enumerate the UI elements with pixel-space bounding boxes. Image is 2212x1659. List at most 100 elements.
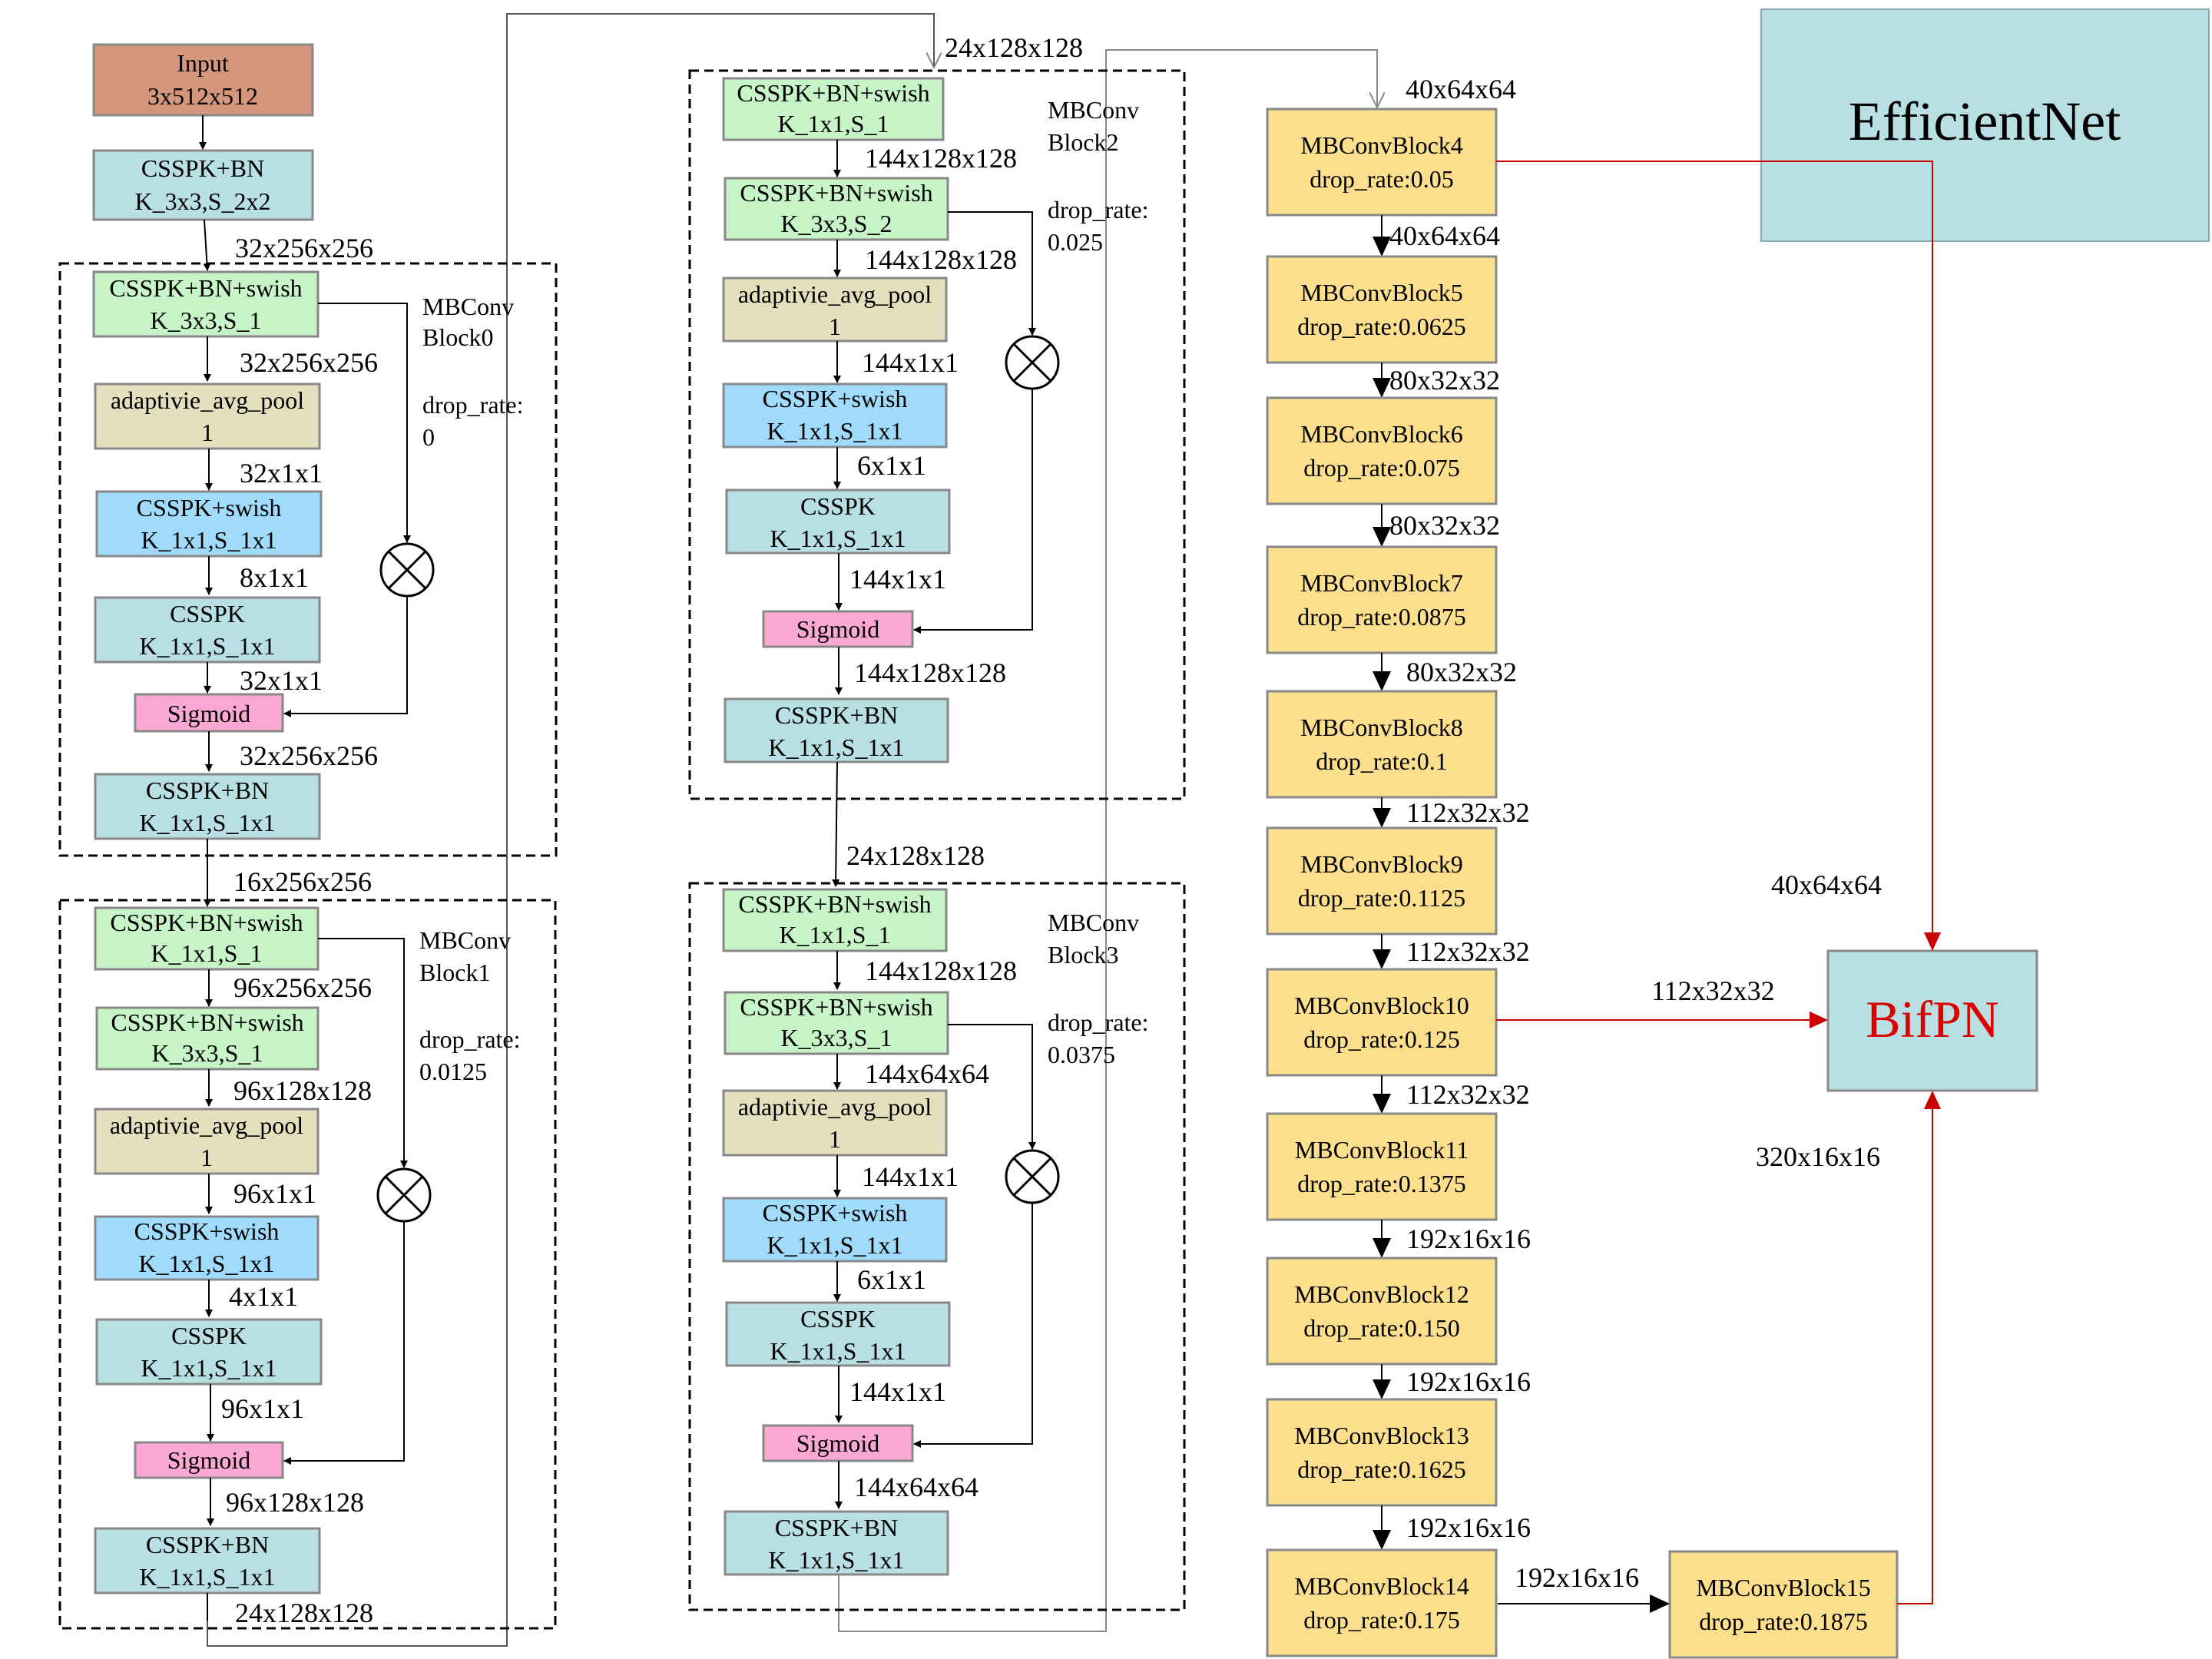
- block3-project-line2: K_1x1,S_1x1: [769, 1546, 905, 1574]
- mbconv-block-name: MBConvBlock8: [1300, 714, 1463, 741]
- bifpn-inputs: [1496, 161, 1941, 1604]
- block3-dim-4: 144x1x1: [849, 1376, 946, 1407]
- block2-depthwise-line1: CSSPK+BN+swish: [740, 179, 932, 207]
- block2-dim-0: 144x128x128: [865, 143, 1017, 174]
- mbconv-block-drop-rate: drop_rate:0.0875: [1297, 603, 1466, 631]
- block3-reduce-line2: K_1x1,S_1x1: [767, 1231, 903, 1259]
- block0-expand-line2: K_3x3,S_1: [151, 306, 262, 334]
- block0-sigmoid-label: Sigmoid: [167, 700, 250, 727]
- block1-drop-label: drop_rate:: [419, 1025, 521, 1053]
- block2-label1: MBConv: [1048, 96, 1139, 124]
- bifpn-input-bottom-dim: 320x16x16: [1756, 1141, 1880, 1172]
- block3-label2: Block3: [1048, 941, 1118, 969]
- block3-dim-5: 144x64x64: [854, 1472, 979, 1502]
- block2-reduce-line1: CSSPK+swish: [763, 385, 908, 412]
- mbconv-block-drop-rate: drop_rate:0.150: [1303, 1314, 1460, 1342]
- mbconv-block-drop-rate: drop_rate:0.1: [1316, 747, 1448, 775]
- block2-output-dim: 24x128x128: [846, 840, 985, 871]
- chain-input-dim: 40x64x64: [1406, 74, 1516, 104]
- block1-drop-value: 0.0125: [419, 1058, 487, 1085]
- block3-reduce-conv: CSSPK+swish K_1x1,S_1x1: [722, 1197, 948, 1263]
- block15-drop: drop_rate:0.1875: [1699, 1608, 1868, 1635]
- block1-reduce-conv: CSSPK+swish K_1x1,S_1x1: [94, 1215, 320, 1281]
- block3-expand-conv: CSSPK+BN+swish K_1x1,S_1: [722, 888, 948, 952]
- block3-sigmoid-label: Sigmoid: [796, 1429, 879, 1457]
- block1-depthwise-line2: K_3x3,S_1: [152, 1039, 263, 1067]
- mbconv-block3: MBConv Block3 drop_rate: 0.0375 CSSPK+BN…: [688, 882, 1186, 1611]
- efficientnet-title: EfficientNet: [1849, 91, 2121, 152]
- block1-avg-pool: adaptivie_avg_pool 1: [94, 1108, 320, 1175]
- block2-project-conv: CSSPK+BN K_1x1,S_1x1: [724, 697, 949, 763]
- chain-dim-label: 40x64x64: [1389, 220, 1500, 251]
- block1-expand-line1: CSSPK+BN+swish: [110, 909, 303, 936]
- mbconv-chain: MBConvBlock4 drop_rate:0.05 40x64x64MBConv…: [1266, 108, 1531, 1657]
- block3-skip-path: [948, 1024, 1036, 1150]
- block3-depthwise-line1: CSSPK+BN+swish: [740, 993, 932, 1021]
- block2-se-line1: CSSPK: [800, 492, 876, 520]
- block2-reduce-line2: K_1x1,S_1x1: [767, 417, 903, 445]
- block0-pool-line2: 1: [201, 419, 214, 446]
- block1-depthwise-conv: CSSPK+BN+swish K_3x3,S_1: [95, 1006, 320, 1071]
- block1-dim-2: 96x1x1: [233, 1178, 316, 1209]
- block2-multiply-to-sigmoid: [913, 389, 1033, 634]
- block0-drop-value: 0: [422, 423, 435, 451]
- block2-project-line1: CSSPK+BN: [775, 701, 898, 729]
- mbconv-block1: MBConv Block1 drop_rate: 0.0125 CSSPK+BN…: [58, 899, 557, 1630]
- block1-reduce-line2: K_1x1,S_1x1: [139, 1250, 275, 1277]
- block3-border: [688, 882, 1186, 1611]
- block3-pool-line2: 1: [829, 1125, 841, 1153]
- chain-dim-label: 80x32x32: [1406, 657, 1517, 687]
- input-label: Input: [177, 49, 229, 77]
- block2-input-dim: 24x128x128: [945, 32, 1083, 63]
- mbconv-block0: MBConv Block0 drop_rate: 0 CSSPK+BN+swis…: [58, 262, 558, 857]
- block1-dim-3: 4x1x1: [229, 1281, 298, 1312]
- block3-se-line2: K_1x1,S_1x1: [770, 1337, 906, 1365]
- block1-depthwise-line1: CSSPK+BN+swish: [111, 1008, 303, 1036]
- block3-se-conv: CSSPK K_1x1,S_1x1: [725, 1301, 951, 1367]
- block1-expand-conv: CSSPK+BN+swish K_1x1,S_1: [94, 906, 320, 971]
- multiply-icon: [1005, 335, 1060, 390]
- block1-project-conv: CSSPK+BN K_1x1,S_1x1: [94, 1527, 321, 1594]
- block2-project-line2: K_1x1,S_1x1: [769, 733, 905, 761]
- block2-expand-line2: K_1x1,S_1: [778, 110, 889, 137]
- block1-reduce-line1: CSSPK+swish: [134, 1217, 280, 1245]
- block2-reduce-conv: CSSPK+swish K_1x1,S_1x1: [722, 382, 948, 449]
- block0-label1: MBConv: [422, 293, 514, 320]
- mbconv-block-drop-rate: drop_rate:0.05: [1310, 165, 1454, 193]
- block0-se-line1: CSSPK: [170, 600, 245, 628]
- block2-depthwise-line2: K_3x3,S_2: [781, 210, 892, 237]
- block0-dim-0: 32x256x256: [240, 347, 378, 378]
- mbconv-block-name: MBConvBlock11: [1295, 1136, 1469, 1164]
- block2-pool-line1: adaptivie_avg_pool: [738, 280, 932, 308]
- block2-se-conv: CSSPK K_1x1,S_1x1: [725, 488, 951, 555]
- stem-output-dim: 32x256x256: [235, 233, 373, 263]
- block0-reduce-line2: K_1x1,S_1x1: [141, 526, 277, 554]
- block1-pool-line2: 1: [200, 1144, 213, 1171]
- mbconv-block2: MBConv Block2 drop_rate: 0.025 CSSPK+BN+…: [688, 69, 1186, 800]
- block2-pool-line2: 1: [829, 313, 841, 340]
- mbconv-block-drop-rate: drop_rate:0.125: [1303, 1025, 1460, 1053]
- multiply-icon: [1005, 1149, 1060, 1204]
- connector-lines: [207, 13, 1377, 1647]
- bifpn-box: BifPN: [1826, 949, 2038, 1092]
- block2-expand-line1: CSSPK+BN+swish: [737, 79, 929, 107]
- stem-line1: CSSPK+BN: [141, 154, 264, 182]
- block15-name: MBConvBlock15: [1696, 1574, 1871, 1601]
- chain-dim-label: 80x32x32: [1389, 365, 1500, 396]
- stem-line2: K_3x3,S_2x2: [135, 187, 271, 215]
- mbconv-block-name: MBConvBlock5: [1300, 279, 1463, 306]
- block0-pool-line1: adaptivie_avg_pool: [111, 386, 304, 414]
- mbconv-block-drop-rate: drop_rate:0.1375: [1297, 1170, 1466, 1197]
- block1-dim-5: 96x128x128: [226, 1487, 364, 1518]
- block3-drop-label: drop_rate:: [1048, 1008, 1149, 1036]
- block14-to-15-dim: 192x16x16: [1515, 1562, 1639, 1593]
- block3-project-conv: CSSPK+BN K_1x1,S_1x1: [724, 1510, 949, 1576]
- block0-multiply-to-sigmoid: [283, 596, 408, 717]
- mbconv-block-drop-rate: drop_rate:0.175: [1303, 1606, 1460, 1634]
- mbconv-block-name: MBConvBlock4: [1300, 131, 1463, 159]
- mbconv-block-drop-rate: drop_rate:0.1125: [1298, 884, 1465, 912]
- block1-project-line1: CSSPK+BN: [146, 1531, 269, 1558]
